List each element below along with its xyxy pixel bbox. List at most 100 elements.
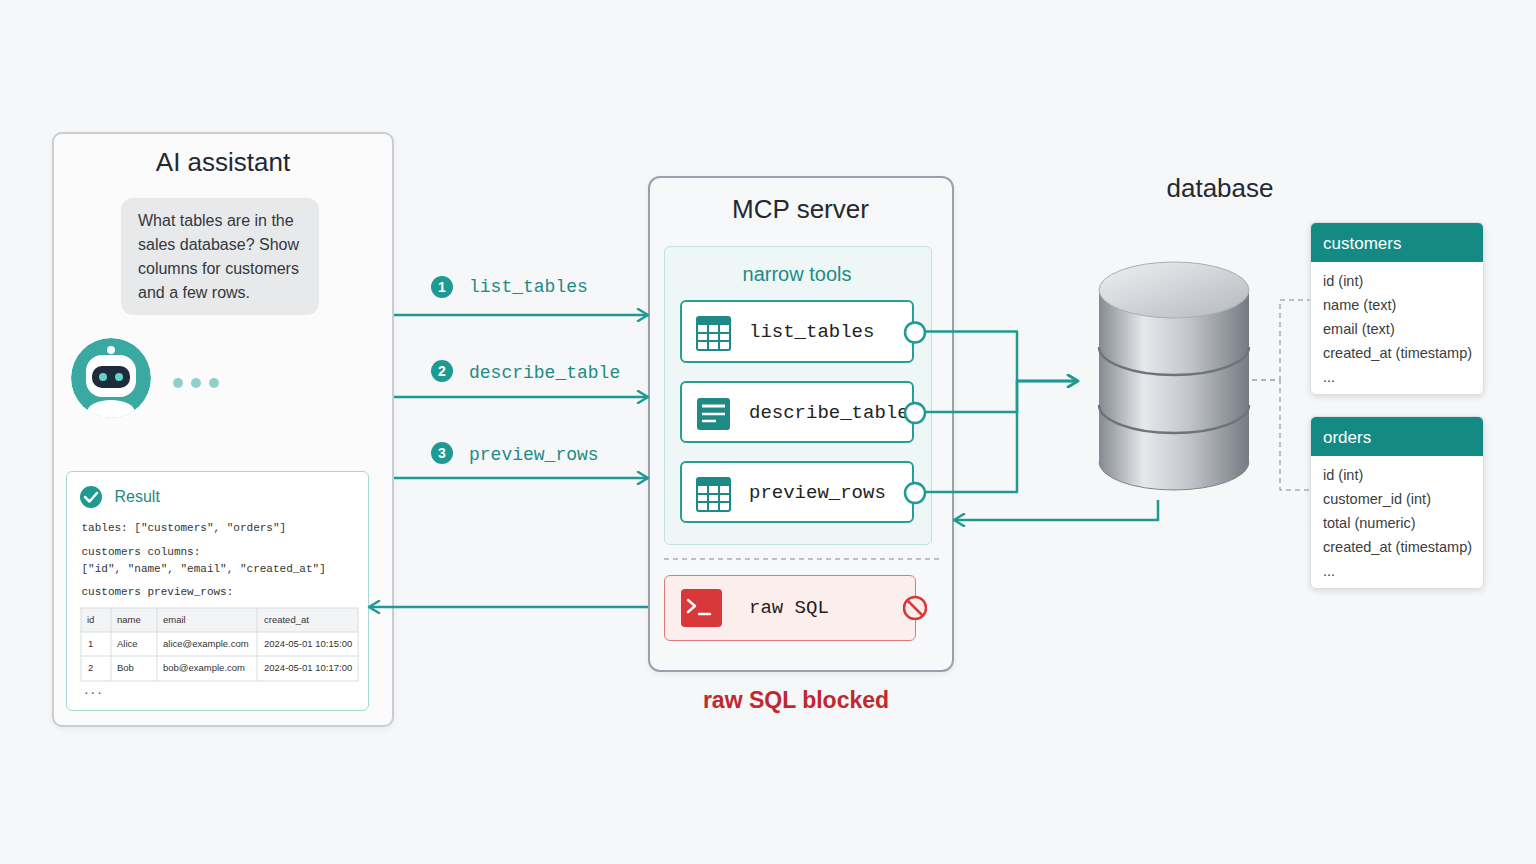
table-name: customers — [1323, 234, 1473, 254]
table-rule — [81, 632, 358, 633]
bracket-connector — [1252, 380, 1310, 490]
flow-arrow — [914, 381, 1078, 492]
panel-heading: AI assistant — [52, 147, 394, 177]
document-icon — [697, 398, 730, 430]
flow-arrow — [954, 500, 1158, 520]
tool-name: raw SQL — [749, 596, 889, 620]
table-rule — [157, 608, 158, 681]
robot-eye — [115, 373, 123, 381]
table-name: orders — [1323, 428, 1473, 448]
robot-body — [87, 400, 135, 424]
separator-line — [664, 558, 940, 560]
tool-name: describe_table — [749, 401, 909, 425]
icon-line — [697, 493, 730, 495]
table-header-band — [81, 608, 358, 632]
table-icon — [697, 317, 730, 350]
cylinder-seam — [1099, 405, 1249, 433]
flow-arrow — [394, 396, 648, 399]
speech-bubble: What tables are in the sales database? S… — [121, 198, 319, 315]
icon-line — [697, 332, 730, 334]
column-line: name (text) — [1323, 295, 1481, 315]
blocked-slash — [907, 600, 923, 616]
flow-arrow — [914, 332, 1078, 382]
edge-label: describe_table — [469, 362, 620, 384]
callout-disc — [431, 360, 453, 382]
warning-note: raw SQL blocked — [676, 686, 916, 714]
check-icon — [80, 486, 102, 508]
column-line: customer_id (int) — [1323, 489, 1481, 509]
check-mark — [85, 493, 97, 502]
typing-dot — [173, 378, 183, 388]
table-icon — [697, 478, 730, 511]
table-card: customers id (int) name (text) email (text)… — [1310, 222, 1484, 395]
column-line: created_at (timestamp) — [1323, 343, 1481, 363]
panel-heading: MCP server — [648, 194, 954, 224]
store-heading: database — [1150, 173, 1290, 203]
icon-line — [702, 405, 725, 408]
icon-band — [697, 317, 730, 325]
assistant-panel: What tables are in the sales database? S… — [52, 132, 394, 727]
icon-frame — [697, 398, 730, 430]
group-heading: narrow tools — [663, 262, 931, 286]
result-line: tables: ["customers", "orders"] — [82, 521, 352, 535]
edge-label: preview_rows — [469, 444, 599, 466]
edge-label: list_tables — [469, 276, 588, 298]
icon-line — [697, 340, 730, 342]
port-circle — [905, 323, 925, 343]
cylinder-base — [1099, 462, 1249, 490]
terminal-prompt — [688, 600, 695, 612]
table-rule — [81, 656, 358, 657]
result-line: ["id", "name", "email", "created_at"] — [82, 562, 352, 576]
tool-name: preview_rows — [749, 481, 909, 505]
column-line: id (int) — [1323, 465, 1481, 485]
column-line: email (text) — [1323, 319, 1481, 339]
icon-frame — [697, 478, 730, 511]
question-text: What tables are in the sales database? S… — [138, 209, 316, 305]
tool-box: describe_table — [680, 381, 914, 443]
result-panel: Resulttables: ["customers", "orders"]cus… — [66, 471, 369, 711]
table-rule — [257, 608, 258, 681]
icon-line — [702, 420, 716, 423]
robot-eye — [99, 373, 107, 381]
callout-disc — [431, 442, 453, 464]
tool-box: preview_rows — [680, 461, 914, 523]
icon-line — [707, 325, 709, 350]
column-line: total (numeric) — [1323, 513, 1481, 533]
database-cylinder: database — [1078, 170, 1252, 500]
robot-antenna — [107, 346, 115, 354]
tool-name: list_tables — [749, 320, 909, 344]
terminal-cursor — [699, 613, 710, 616]
callout-number: 1 — [432, 279, 452, 295]
icon-line — [718, 325, 720, 350]
result-line: customers columns: — [82, 545, 352, 559]
flow-arrow — [394, 477, 648, 480]
blocked-tool-box: raw SQL — [664, 575, 916, 641]
port-circle — [905, 483, 925, 503]
robot-visor — [92, 366, 130, 388]
icon-line — [718, 486, 720, 511]
cylinder-top — [1099, 262, 1249, 318]
table-frame — [81, 608, 358, 681]
bracket-connector — [1252, 300, 1310, 380]
table-card: orders id (int) customer_id (int) total (nu… — [1310, 416, 1484, 589]
column-line: id (int) — [1323, 271, 1481, 291]
typing-dot — [209, 378, 219, 388]
icon-frame — [697, 317, 730, 350]
server-panel: list_tables describe_table preview_rows nar… — [648, 176, 954, 672]
avatar-disc — [71, 338, 151, 418]
column-line: ... — [1323, 367, 1481, 387]
tool-box: list_tables — [680, 300, 914, 363]
typing-dot — [191, 378, 201, 388]
terminal-icon — [681, 589, 722, 627]
tool-group: list_tables describe_table preview_rows nar… — [664, 246, 932, 545]
icon-line — [697, 501, 730, 503]
icon-band — [697, 478, 730, 486]
result-line: customers preview_rows: — [82, 585, 352, 599]
cylinder-seam — [1099, 347, 1249, 375]
callout-number: 2 — [432, 363, 452, 379]
blocked-symbol — [904, 597, 926, 619]
flow-arrow — [394, 314, 648, 317]
callout-disc — [431, 276, 453, 298]
flow-arrow — [914, 381, 1078, 412]
table-rule — [111, 608, 112, 681]
